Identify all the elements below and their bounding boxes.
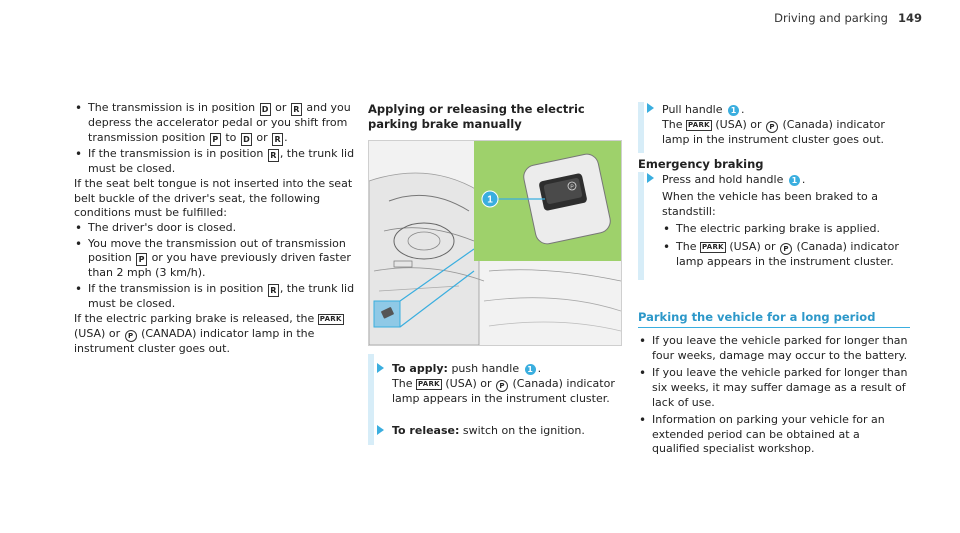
emergency-list: The electric parking brake is applied. T… <box>662 222 910 269</box>
gear-r-icon: R <box>267 283 279 297</box>
paragraph-seatbelt: If the seat belt tongue is not inserted … <box>74 177 353 220</box>
list-item: If the transmission is in position R, th… <box>74 282 356 312</box>
canada-brake-indicator-icon: P <box>495 379 508 392</box>
page-header: Driving and parking 149 <box>774 11 922 25</box>
gear-d-icon: D <box>240 132 252 146</box>
section-heading: Applying or releasing the electric parki… <box>368 102 585 131</box>
callout-1-icon: 1 <box>788 174 800 186</box>
step-arrow-icon <box>647 103 654 113</box>
list-item: You move the transmission out of transmi… <box>74 237 356 281</box>
svg-text:P: P <box>570 185 574 191</box>
list-item: The PARK (USA) or P (Canada) indicator l… <box>662 240 910 270</box>
step-press: Press and hold handle 1. When the vehicl… <box>638 171 910 280</box>
condition-list: The driver's door is closed. You move th… <box>74 221 356 311</box>
condition-list: The transmission is in position D or R a… <box>74 101 356 176</box>
section-name: Driving and parking <box>774 11 888 25</box>
list-item: The electric parking brake is applied. <box>662 222 910 237</box>
figure-callout-1: 1 <box>487 195 493 206</box>
park-indicator-icon: PARK <box>317 314 344 326</box>
gear-d-icon: D <box>259 103 271 116</box>
step-pull: Pull handle 1. The PARK (USA) or P (Cana… <box>638 102 910 154</box>
step-arrow-icon <box>377 363 384 373</box>
list-item: Information on parking your vehicle for … <box>638 413 910 457</box>
list-item: If the transmission is in position R, th… <box>74 147 356 177</box>
step-apply: To apply: push handle 1. The PARK (USA) … <box>368 354 622 421</box>
step-release: To release: switch on the ignition. <box>368 420 622 445</box>
emergency-heading: Emergency braking <box>638 157 764 172</box>
canada-brake-indicator-icon: P <box>765 120 778 133</box>
park-indicator-icon: PARK <box>415 378 442 390</box>
column-middle: Applying or releasing the electric parki… <box>368 102 622 445</box>
dashboard-illustration: P 1 <box>369 141 621 345</box>
column-left: The transmission is in position D or R a… <box>74 101 356 357</box>
canada-brake-indicator-icon: P <box>779 243 792 256</box>
step-arrow-icon <box>647 172 654 183</box>
gear-p-icon: P <box>209 132 221 146</box>
long-period-list: If you leave the vehicle parked for long… <box>638 334 910 457</box>
list-item: If you leave the vehicle parked for long… <box>638 366 910 410</box>
park-indicator-icon: PARK <box>685 119 712 131</box>
callout-1-icon: 1 <box>728 105 740 116</box>
canada-brake-indicator-icon: P <box>124 329 137 342</box>
page-number: 149 <box>897 11 922 25</box>
gear-p-icon: P <box>136 253 148 267</box>
list-item: The transmission is in position D or R a… <box>74 101 356 146</box>
park-indicator-icon: PARK <box>699 242 726 254</box>
paragraph-released: If the electric parking brake is release… <box>74 312 344 355</box>
parking-brake-figure: P 1 <box>368 140 622 346</box>
gear-r-icon: R <box>272 132 284 146</box>
gear-r-icon: R <box>267 148 279 162</box>
list-item: If you leave the vehicle parked for long… <box>638 334 910 363</box>
list-item: The driver's door is closed. <box>74 221 356 236</box>
column-right: Pull handle 1. The PARK (USA) or P (Cana… <box>638 102 910 457</box>
gear-r-icon: R <box>290 103 302 116</box>
section-title-long-period: Parking the vehicle for a long period <box>638 310 910 329</box>
step-arrow-icon <box>377 425 384 436</box>
callout-1-icon: 1 <box>524 364 536 375</box>
